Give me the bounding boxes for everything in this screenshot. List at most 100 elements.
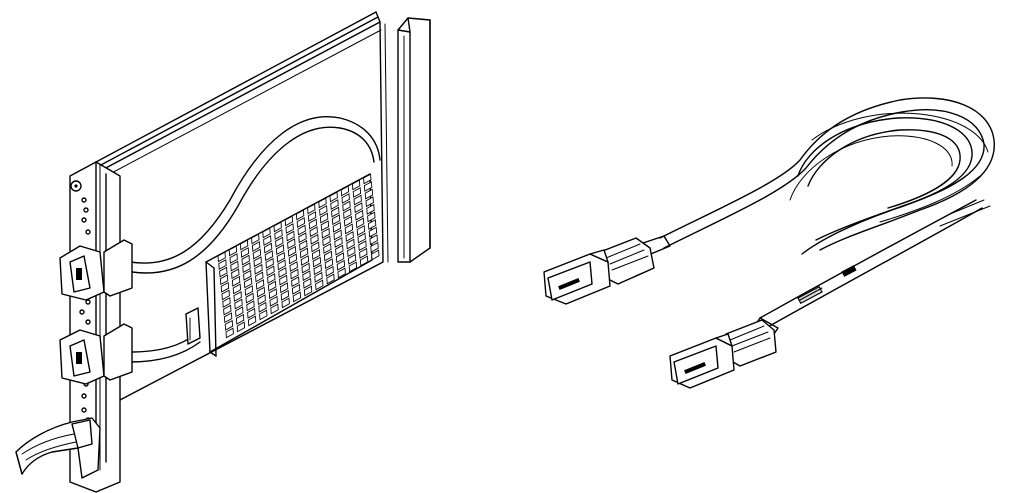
heat-sink-fin: [278, 267, 287, 278]
upper-cable-plug: [543, 235, 671, 305]
heat-sink-fin: [229, 253, 238, 264]
heat-sink-fin: [251, 233, 260, 245]
heat-sink-fin: [234, 298, 243, 310]
heat-sink-fin: [311, 249, 321, 260]
heat-sink-fin: [353, 194, 362, 206]
heat-sink-fin: [285, 223, 294, 234]
heat-sink-fin: [273, 221, 282, 233]
heat-sink-fin: [345, 231, 354, 242]
heat-sink-fin: [225, 327, 234, 339]
heat-sink-fin: [257, 294, 266, 306]
heat-sink-fin: [286, 230, 295, 242]
heat-sink-fin: [279, 282, 289, 294]
circuit-board: [95, 11, 389, 401]
heat-sink-fin: [287, 245, 297, 257]
heat-sink-fin: [265, 257, 274, 269]
heat-sink-fin: [240, 247, 250, 258]
heat-sink-fin: [247, 315, 257, 327]
heat-sink-fin: [231, 268, 240, 280]
heat-sink-fin: [368, 226, 378, 238]
cable-connector: [185, 307, 201, 345]
heat-sink-fin: [341, 193, 350, 204]
heat-sink-fin: [351, 179, 361, 191]
heat-sink-fin: [245, 292, 254, 304]
heat-sink-fin: [331, 214, 341, 226]
heat-sink-fin: [367, 211, 376, 223]
heat-sink-fin: [359, 247, 368, 259]
heat-sink-fin: [243, 277, 253, 289]
heat-sink-fin: [281, 297, 290, 309]
heat-sink-fin: [217, 251, 226, 263]
heat-sink-fin: [329, 191, 338, 203]
heat-sink-fin: [355, 209, 364, 221]
heat-sink-fin: [337, 267, 346, 279]
heat-sink-fin: [243, 269, 252, 281]
heat-sink-fin: [251, 241, 261, 252]
heat-sink-fin: [363, 173, 372, 185]
heat-sink-fin: [254, 263, 263, 275]
heat-sink-fin: [348, 261, 358, 273]
heat-sink-fin: [253, 256, 262, 268]
heat-sink-fin: [247, 307, 256, 319]
heat-sink-fin: [323, 250, 333, 262]
heat-sink-fin: [287, 238, 296, 250]
heat-sink-fin: [334, 237, 343, 248]
heat-sink-fin: [223, 312, 233, 324]
heat-sink-fin: [307, 203, 316, 215]
pci-card-illustration: [15, 11, 431, 493]
heat-sink-fin: [342, 200, 351, 212]
heat-sink-fin: [335, 252, 345, 264]
heat-sink-fin: [352, 187, 362, 198]
heat-sink-fin: [235, 313, 245, 325]
heat-sink-fin: [336, 259, 346, 271]
heat-sink-fin: [346, 238, 355, 250]
heat-sink-fin: [301, 262, 310, 274]
heat-sink-fin: [307, 211, 317, 222]
heat-sink-fin: [223, 304, 232, 316]
heat-sink-fin: [290, 268, 299, 280]
heat-sink-fin: [332, 221, 342, 233]
heat-sink-fin: [275, 236, 284, 248]
cable-coil: [659, 97, 995, 255]
heat-sink-fin: [358, 240, 367, 252]
heat-sink-fin: [319, 212, 329, 224]
heat-sink-fin: [232, 283, 242, 295]
heat-sink-fin: [347, 246, 356, 258]
heat-sink-fin: [277, 259, 286, 271]
heat-sink-fin: [331, 206, 340, 218]
heat-sink-fin: [264, 250, 274, 262]
heat-sink-fin: [263, 242, 273, 254]
heat-sink-fin: [259, 309, 268, 321]
heat-sink-fin: [299, 247, 309, 259]
heat-sink-fin: [344, 223, 354, 235]
heat-sink-fin: [330, 199, 339, 210]
heat-sink-fin: [288, 253, 298, 265]
heat-sink-fin: [308, 218, 318, 230]
cable-assembly-illustration: [543, 97, 995, 389]
heat-sink-fin: [269, 295, 278, 307]
heat-sink-fin: [267, 273, 276, 284]
heat-sink-fin: [357, 232, 366, 244]
heat-sink-fin: [343, 215, 353, 227]
heat-sink-fin: [347, 253, 357, 265]
heat-sink-fin: [274, 229, 283, 240]
heat-sink-fin: [233, 291, 242, 302]
heat-sink-fin: [367, 219, 377, 230]
heat-sink-fin: [370, 241, 379, 253]
heat-sink-fin: [255, 279, 265, 290]
heat-sink-fin: [314, 271, 323, 283]
heat-sink-fin: [315, 279, 324, 291]
heat-sink-fin: [296, 217, 306, 228]
heat-sink-fin: [311, 241, 320, 253]
heat-sink-fin: [246, 300, 255, 312]
heat-sink-fin: [284, 215, 294, 227]
heat-sink-fin: [218, 259, 227, 270]
heat-sink-fin: [221, 289, 230, 301]
heat-sink-fin: [312, 256, 322, 268]
heat-sink-fin: [255, 271, 264, 283]
heat-sink-fin: [302, 270, 311, 282]
heat-sink-fin: [291, 283, 301, 295]
heat-sink-fin: [224, 319, 234, 331]
